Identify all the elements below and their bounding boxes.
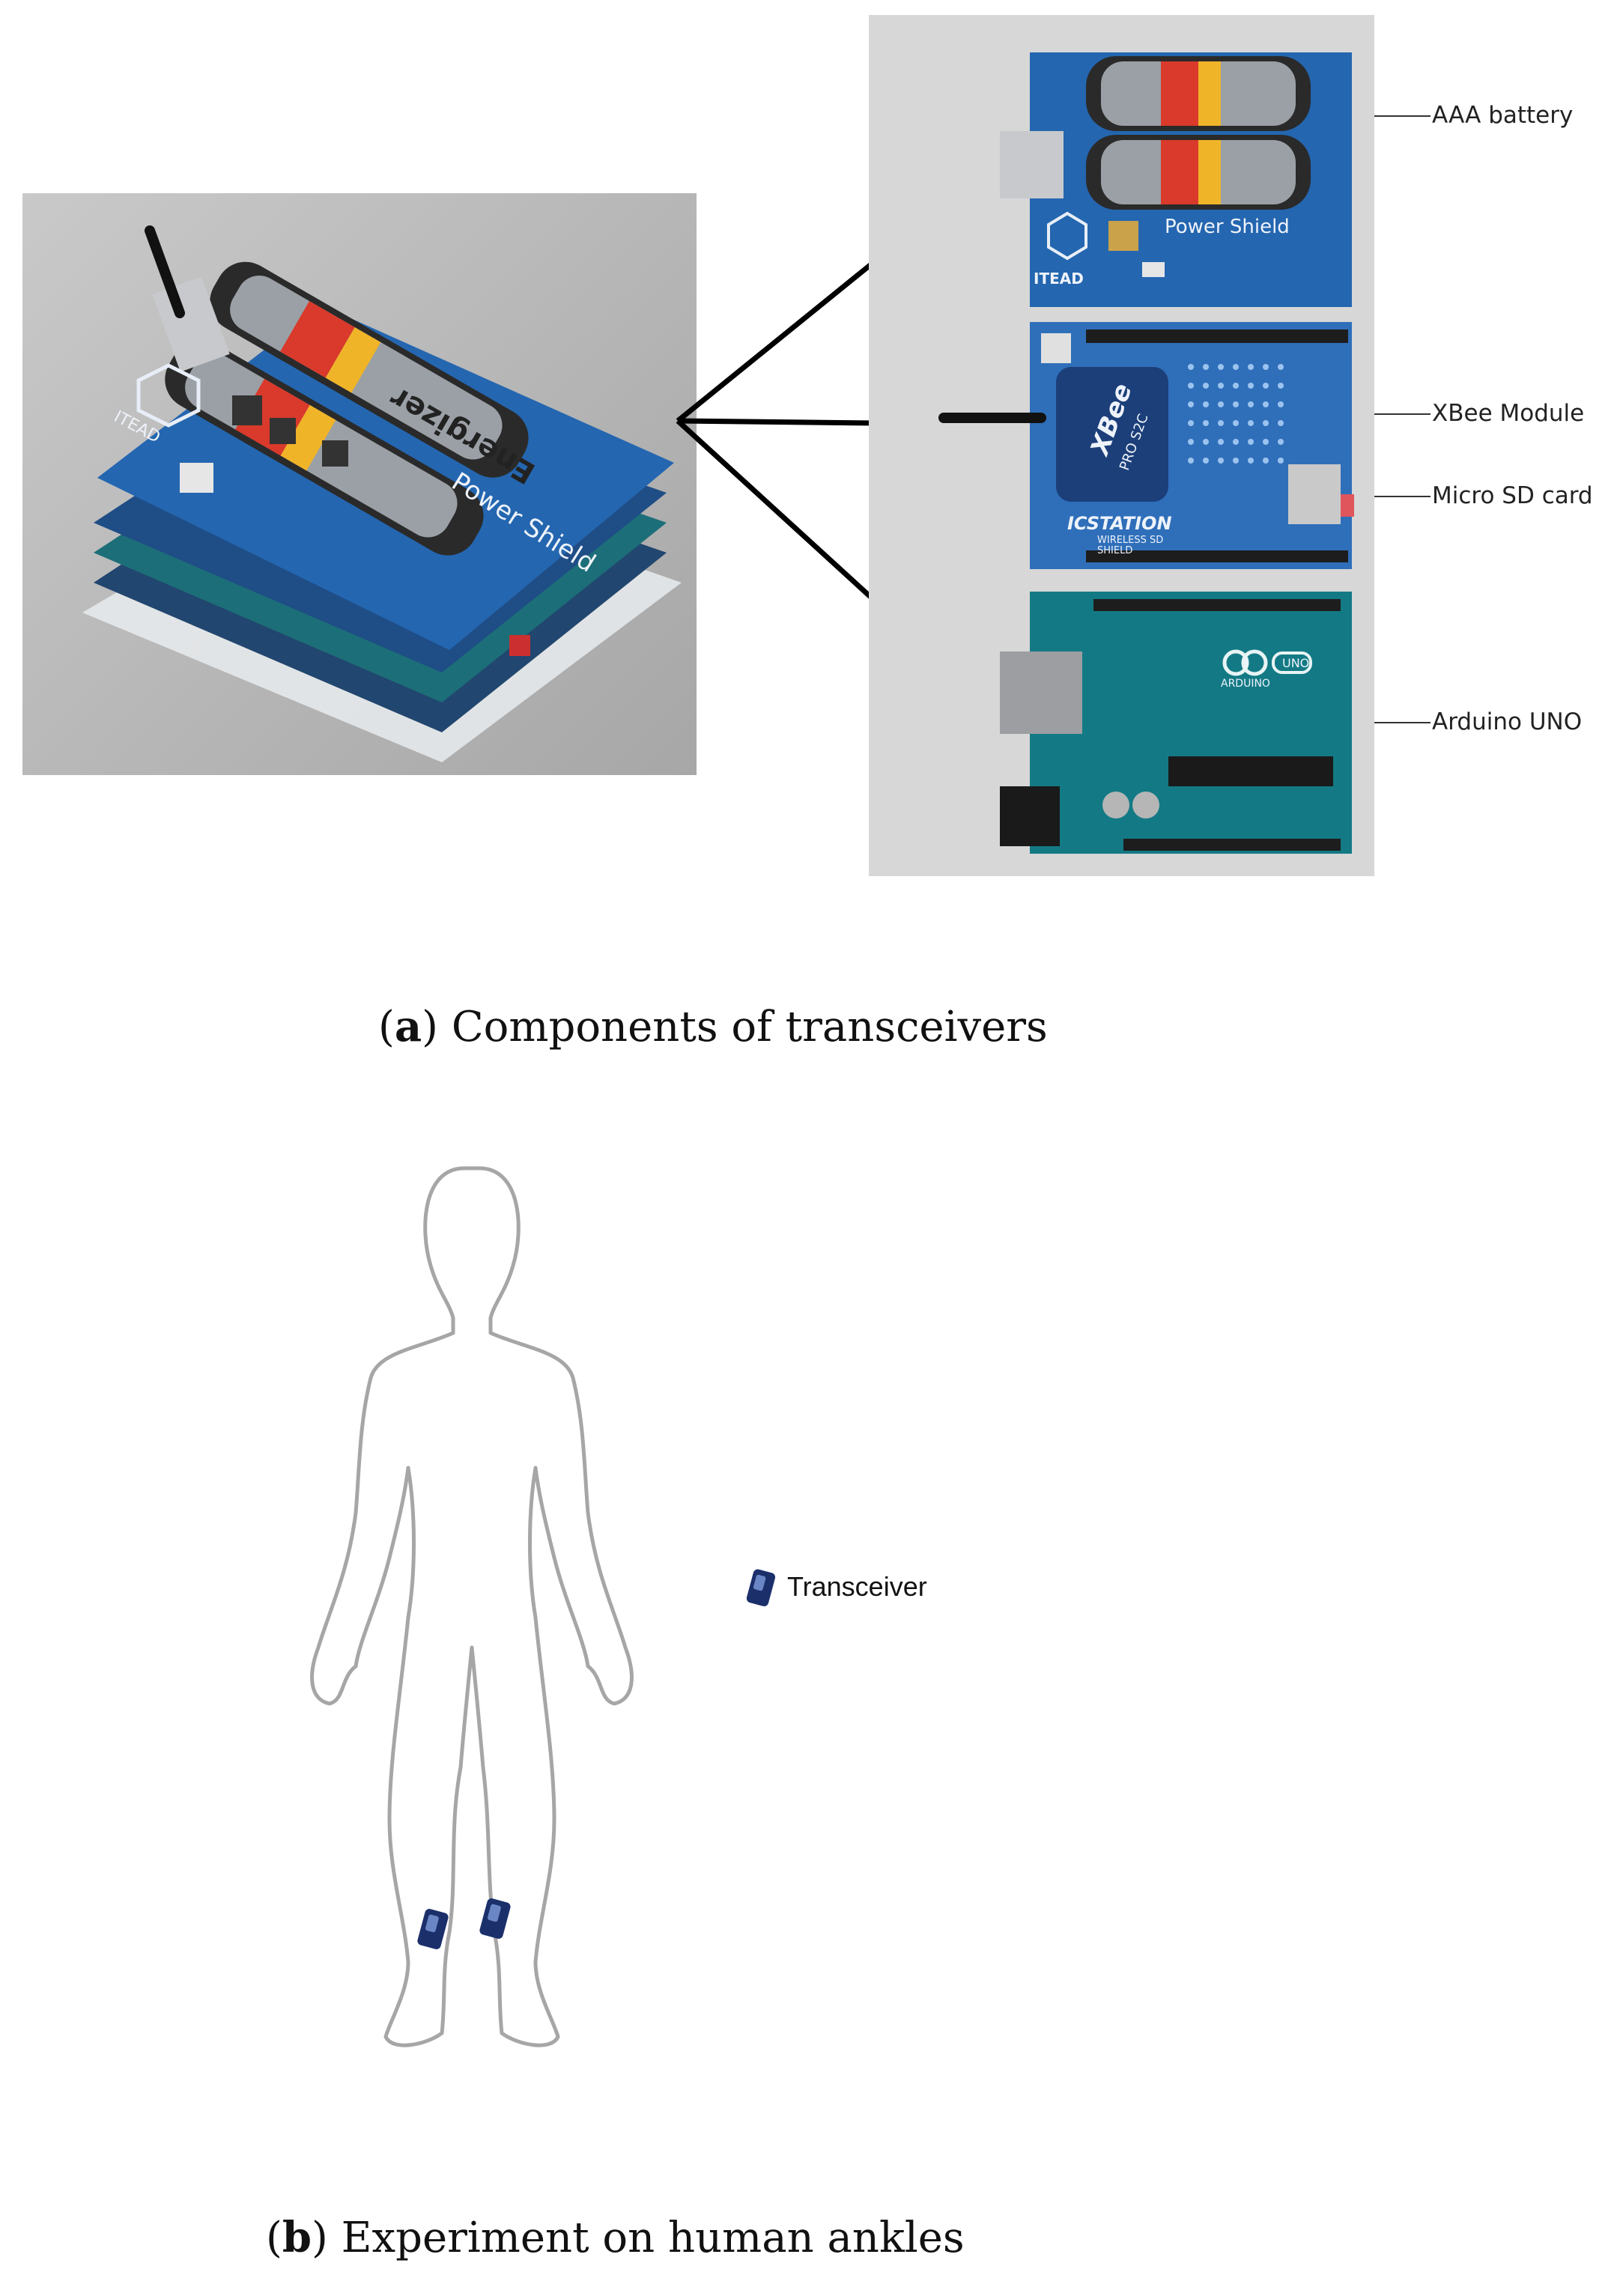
label-arduino-uno: Arduino UNO xyxy=(1432,708,1583,735)
label-micro-sd-card: Micro SD card xyxy=(1432,482,1593,509)
arduino-board-text: ARDUINO xyxy=(1221,678,1270,690)
assembled-transceiver-illustration xyxy=(82,225,682,762)
caption-b-letter: b xyxy=(282,2213,312,2262)
micro-sd-card-slot xyxy=(1288,464,1341,524)
legend-transceiver-label: Transceiver xyxy=(787,1571,927,1602)
caption-a: (a) Components of transceivers xyxy=(378,1002,1048,1051)
caption-a-text: Components of transceivers xyxy=(451,1003,1048,1051)
caption-b-text: Experiment on human ankles xyxy=(341,2214,965,2262)
component-breakdown-illustration xyxy=(938,52,1354,854)
assembled-transceiver-photo: Power Shield ITEAD Energizer xyxy=(22,193,697,775)
transceiver-icon-right-ankle xyxy=(479,1898,511,1939)
caption-b: (b) Experiment on human ankles xyxy=(266,2213,965,2262)
transceiver-legend-icon xyxy=(746,1569,775,1607)
xbee-module-chip xyxy=(1056,367,1168,502)
human-body-outline xyxy=(310,1166,634,2047)
caption-a-letter: a xyxy=(394,1002,422,1051)
wireless-sd-shield-text: WIRELESS SD SHIELD xyxy=(1097,535,1164,556)
component-breakdown-photo: Power Shield ITEAD XBee PRO S2C ICSTATIO… xyxy=(869,15,1374,876)
uno-board-text: UNO xyxy=(1282,656,1310,670)
icstation-text: ICSTATION xyxy=(1067,513,1172,534)
arduino-uno-board xyxy=(1030,592,1352,854)
itead-board-text: ITEAD xyxy=(1034,270,1084,288)
label-aaa-battery: AAA battery xyxy=(1432,102,1574,129)
label-xbee-module: XBee Module xyxy=(1432,400,1585,427)
callout-line-middle xyxy=(677,418,877,426)
power-shield-board-text: Power Shield xyxy=(1165,216,1290,238)
transceiver-icon-left-ankle xyxy=(417,1909,449,1949)
